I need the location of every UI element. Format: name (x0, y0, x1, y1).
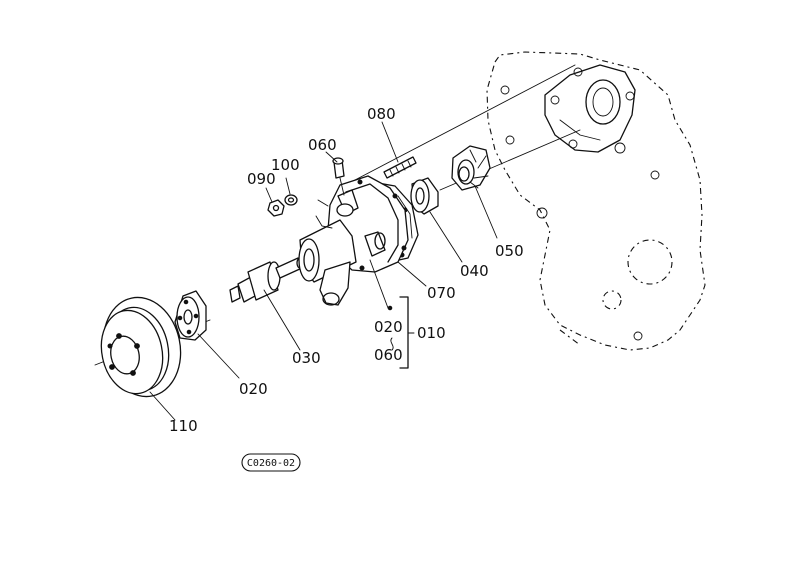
seal-040 (410, 177, 439, 215)
kit-bracket-010 (390, 296, 415, 369)
engine-block-outline (486, 51, 706, 351)
stud-080 (383, 156, 417, 179)
callout-060-kit: 060 (374, 346, 403, 364)
callout-080: 080 (367, 105, 396, 123)
nut-090 (267, 199, 285, 217)
callout-030: 030 (292, 349, 321, 367)
callout-090: 090 (247, 170, 276, 188)
impeller-050 (451, 145, 491, 191)
engine-pump-flange (544, 64, 636, 153)
diagram-code: C0260-02 (247, 458, 295, 469)
callout-040: 040 (460, 262, 489, 280)
callout-020-hub: 020 (239, 380, 268, 398)
callout-100: 100 (271, 156, 300, 174)
water-pump-body (298, 175, 409, 306)
callout-070: 070 (427, 284, 456, 302)
callout-060-top: 060 (308, 136, 337, 154)
plug-060 (332, 157, 345, 196)
bearing-shaft-030 (229, 257, 304, 303)
callout-labels: 080 060 100 090 050 040 070 020 010 060 … (169, 105, 524, 435)
callout-020-kit: 020 (374, 318, 403, 336)
callout-010: 010 (417, 324, 446, 342)
leader-lines (149, 121, 498, 421)
callout-110: 110 (169, 417, 198, 435)
hub-flange-020 (174, 290, 207, 341)
washer-100 (284, 194, 298, 206)
callout-050: 050 (495, 242, 524, 260)
diagram-code-badge: C0260-02 (241, 453, 301, 472)
pulley-110 (100, 296, 182, 398)
